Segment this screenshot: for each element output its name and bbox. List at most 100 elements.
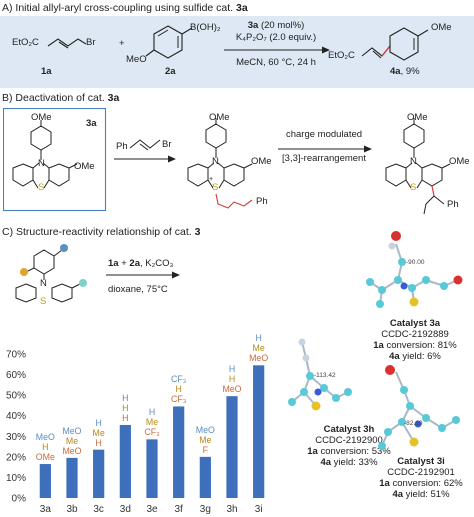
bar-3h — [226, 396, 238, 498]
substituent-label: MeO — [62, 425, 82, 436]
reactant-2a-ring — [145, 25, 193, 59]
bar-3c — [93, 449, 105, 498]
y-tick-label: 60% — [6, 370, 26, 381]
substituent-label: MeO — [195, 424, 215, 435]
substituent-label: CF₃ — [171, 374, 187, 385]
crystal-3i-image — [378, 365, 460, 450]
sulfonium-n: N — [212, 156, 219, 167]
section-c-title: C) Structure-reactivity relationship of … — [2, 226, 201, 238]
x-tick-label-3a: 3a — [40, 504, 52, 515]
crystal-3a-image — [366, 231, 463, 308]
reactant-2a-boron: B(OH)₂ — [190, 22, 221, 33]
crystal-3a-angle: -90.00 — [406, 259, 425, 266]
reactant-1a-chain — [47, 38, 87, 49]
crystal-3a-caption: Catalyst 3a CCDC-2192889 1a conversion: … — [373, 318, 457, 362]
product-b-ph: Ph — [447, 199, 459, 210]
bar-3e — [146, 439, 158, 498]
condition-c-solvent: dioxane, 75°C — [108, 284, 168, 295]
section-a-panel — [0, 16, 474, 88]
substituent-label: H — [255, 333, 262, 344]
substituent-label: Me — [92, 427, 105, 438]
x-tick-label-3h: 3h — [226, 504, 237, 515]
product-b-ome-top: OMe — [407, 112, 428, 123]
substituent-label: Me — [252, 343, 265, 354]
substituent-label: OMe — [35, 452, 55, 463]
product-4a-structure — [361, 27, 429, 61]
substituent-label: H — [95, 417, 102, 428]
cat-3a-s: S — [38, 182, 45, 193]
condition-c-reagents: 1a + 2a, K₂CO₃ — [108, 258, 174, 269]
y-tick-label: 30% — [6, 432, 26, 443]
allyl-bromide-br: Br — [162, 139, 172, 150]
x-tick-label-3g: 3g — [200, 504, 211, 515]
x-tick-label-3e: 3e — [146, 504, 158, 515]
y-tick-label: 10% — [6, 473, 26, 484]
substituent-label: H — [148, 407, 156, 418]
condition-a-base: K₄P₂O₇ (2.0 equiv.) — [235, 32, 317, 43]
catalyst-3-scaffold — [15, 244, 87, 303]
cat-3a-ome-top: OMe — [31, 112, 52, 123]
substituent-label: CF₃ — [144, 427, 160, 438]
x-tick-label-3c: 3c — [93, 504, 104, 515]
scaffold-s: S — [40, 296, 47, 307]
sulfonium-charge: + — [209, 176, 214, 183]
cat-3a-ome-right: OMe — [74, 161, 95, 172]
substituent-label: H — [42, 442, 49, 453]
substituent-label: MeO — [62, 445, 82, 456]
substituent-label: MeO — [35, 432, 55, 443]
bars — [39, 365, 265, 498]
bar-3g — [199, 456, 211, 498]
product-4a-ester: EtO₂C — [328, 50, 355, 61]
crystal-3i-caption: Catalyst 3i CCDC-2192901 1a conversion: … — [379, 456, 463, 500]
condition-a-catalyst: 3a (20 mol%) — [247, 20, 305, 31]
product-b-ome-right: OMe — [449, 156, 470, 167]
y-tick-label: 0% — [12, 494, 27, 505]
crystal-3h-caption: Catalyst 3h CCDC-2192900 1a conversion: … — [307, 424, 391, 468]
cat-3a-label: 3a — [86, 118, 97, 129]
product-b-s: S — [410, 182, 417, 193]
substituent-label: H — [122, 412, 129, 423]
label-2a: 2a — [165, 66, 176, 77]
sulfonium-ph: Ph — [256, 196, 268, 207]
scaffold-n: N — [40, 278, 47, 289]
crystal-3h-image — [288, 338, 352, 411]
x-tick-label-3i: 3i — [255, 504, 263, 515]
sulfonium-intermediate — [187, 118, 253, 209]
condition-a-solvent: MeCN, 60 °C, 24 h — [236, 57, 316, 68]
y-tick-label: 40% — [6, 411, 26, 422]
label-1a: 1a — [41, 66, 52, 77]
product-4a-label: 4a, 9% — [390, 66, 420, 77]
x-tick-label-3b: 3b — [66, 504, 78, 515]
rearrangement-text1: charge modulated — [285, 129, 363, 140]
x-tick-label-3d: 3d — [120, 504, 131, 515]
sulfonium-ome-top: OMe — [209, 112, 230, 123]
y-axis: 0%10%20%30%40%50%60%70% — [6, 350, 26, 505]
allyl-bromide-chain — [129, 139, 161, 151]
product-4a-ome: OMe — [431, 22, 452, 33]
y-tick-label: 20% — [6, 452, 26, 463]
substituent-label: H — [228, 374, 236, 385]
substituent-label: H — [95, 437, 102, 448]
reactant-2a-meo: MeO — [126, 54, 147, 65]
reaction-arrow-b2 — [278, 145, 372, 153]
bar-3i — [253, 365, 265, 498]
reactant-1a-ester: EtO₂C — [12, 37, 39, 48]
substituent-label: MeO — [222, 384, 242, 395]
substituent-label: H — [122, 392, 129, 403]
section-b-title: B) Deactivation of cat. 3a — [2, 92, 120, 104]
bar-3f — [173, 406, 185, 498]
bar-3a — [39, 464, 51, 498]
reactant-1a-br: Br — [86, 37, 96, 48]
substituent-label: Me — [65, 435, 79, 446]
bar-3d — [119, 424, 131, 498]
